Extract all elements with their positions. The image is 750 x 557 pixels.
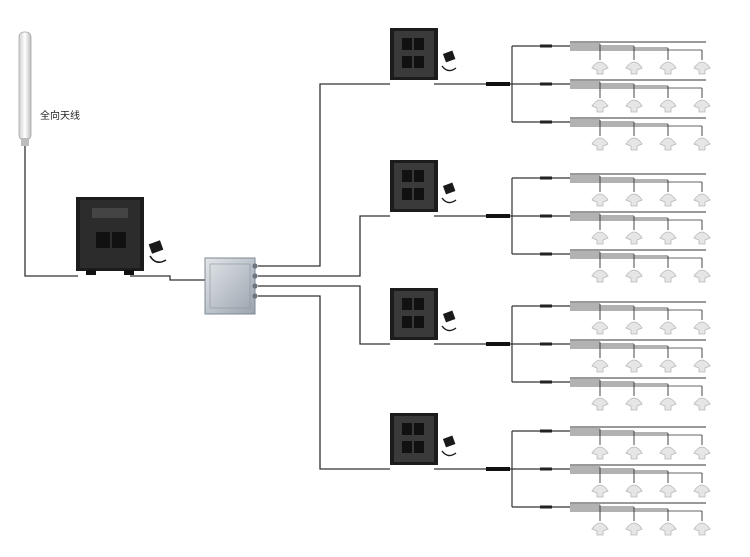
ceiling-antenna-icon xyxy=(591,522,609,536)
ceiling-antenna-icon xyxy=(659,446,677,460)
coupler-icon xyxy=(540,467,552,471)
power-adapter-icon xyxy=(148,240,167,264)
ceiling-antenna-icon xyxy=(693,484,711,498)
power-adapter-icon xyxy=(442,182,456,195)
coupler-icon xyxy=(540,304,552,308)
ceiling-antenna-icon xyxy=(625,193,643,207)
ceiling-antenna-icon xyxy=(625,397,643,411)
trunk-cable xyxy=(130,275,205,281)
ceiling-antenna-icon xyxy=(591,359,609,373)
ceiling-antenna-icon xyxy=(591,231,609,245)
ceiling-antenna-icon xyxy=(591,321,609,335)
ceiling-antenna-icon xyxy=(659,137,677,151)
ceiling-antenna-icon xyxy=(693,359,711,373)
ceiling-antenna-icon xyxy=(591,446,609,460)
branch-cable xyxy=(258,285,390,345)
ceiling-antenna-icon xyxy=(693,269,711,283)
ceiling-antenna-icon xyxy=(659,193,677,207)
ceiling-antenna-icon xyxy=(625,231,643,245)
ceiling-antenna-icon xyxy=(625,522,643,536)
ceiling-antenna-icon xyxy=(659,99,677,113)
ceiling-antenna-icon xyxy=(625,446,643,460)
branch-cable xyxy=(258,215,390,277)
ceiling-antenna-icon xyxy=(693,231,711,245)
ceiling-antenna-icon xyxy=(591,193,609,207)
ceiling-antenna-icon xyxy=(659,231,677,245)
ceiling-antenna-icon xyxy=(659,269,677,283)
ceiling-antenna-icon xyxy=(591,397,609,411)
ceiling-antenna-icon xyxy=(693,137,711,151)
power-adapter-icon xyxy=(442,435,456,448)
main-repeater-icon xyxy=(76,197,144,275)
ceiling-antenna-icon xyxy=(693,321,711,335)
coupler-icon xyxy=(540,252,552,256)
coupler-icon xyxy=(540,505,552,509)
ceiling-antenna-icon xyxy=(659,359,677,373)
ceiling-antenna-icon xyxy=(693,193,711,207)
ceiling-antenna-icon xyxy=(591,137,609,151)
connector-icon xyxy=(486,214,510,218)
ceiling-antenna-icon xyxy=(693,61,711,75)
coupler-icon xyxy=(540,176,552,180)
ceiling-antenna-icon xyxy=(591,99,609,113)
ceiling-antenna-icon xyxy=(659,522,677,536)
ceiling-antenna-icon xyxy=(659,61,677,75)
coupler-icon xyxy=(540,44,552,48)
ceiling-antenna-icon xyxy=(693,99,711,113)
coupler-icon xyxy=(540,342,552,346)
connector-icon xyxy=(486,467,510,471)
omni-antenna-icon xyxy=(18,31,32,146)
power-adapter-icon xyxy=(442,310,456,323)
ceiling-antenna-icon xyxy=(625,359,643,373)
ceiling-antenna-icon xyxy=(659,397,677,411)
branch-cable xyxy=(258,83,390,267)
branch-network xyxy=(258,28,711,536)
ceiling-antenna-icon xyxy=(625,321,643,335)
ceiling-antenna-icon xyxy=(591,269,609,283)
antenna-cable xyxy=(24,146,78,277)
coupler-icon xyxy=(540,214,552,218)
connector-icon xyxy=(486,82,510,86)
ceiling-antenna-icon xyxy=(591,484,609,498)
branch-cable xyxy=(258,295,390,470)
ceiling-antenna-icon xyxy=(693,446,711,460)
ceiling-antenna-icon xyxy=(659,321,677,335)
ceiling-antenna-icon xyxy=(693,397,711,411)
ceiling-antenna-icon xyxy=(591,61,609,75)
power-adapter-icon xyxy=(442,50,456,63)
coupler-icon xyxy=(540,82,552,86)
coupler-icon xyxy=(540,429,552,433)
coupler-icon xyxy=(540,120,552,124)
ceiling-antenna-icon xyxy=(625,61,643,75)
ceiling-antenna-icon xyxy=(659,484,677,498)
splitter-icon xyxy=(204,257,258,315)
coupler-icon xyxy=(540,380,552,384)
ceiling-antenna-icon xyxy=(625,137,643,151)
ceiling-antenna-icon xyxy=(625,99,643,113)
omni-antenna-label: 全向天线 xyxy=(40,109,80,122)
connector-icon xyxy=(486,342,510,346)
ceiling-antenna-icon xyxy=(693,522,711,536)
ceiling-antenna-icon xyxy=(625,269,643,283)
ceiling-antenna-icon xyxy=(625,484,643,498)
